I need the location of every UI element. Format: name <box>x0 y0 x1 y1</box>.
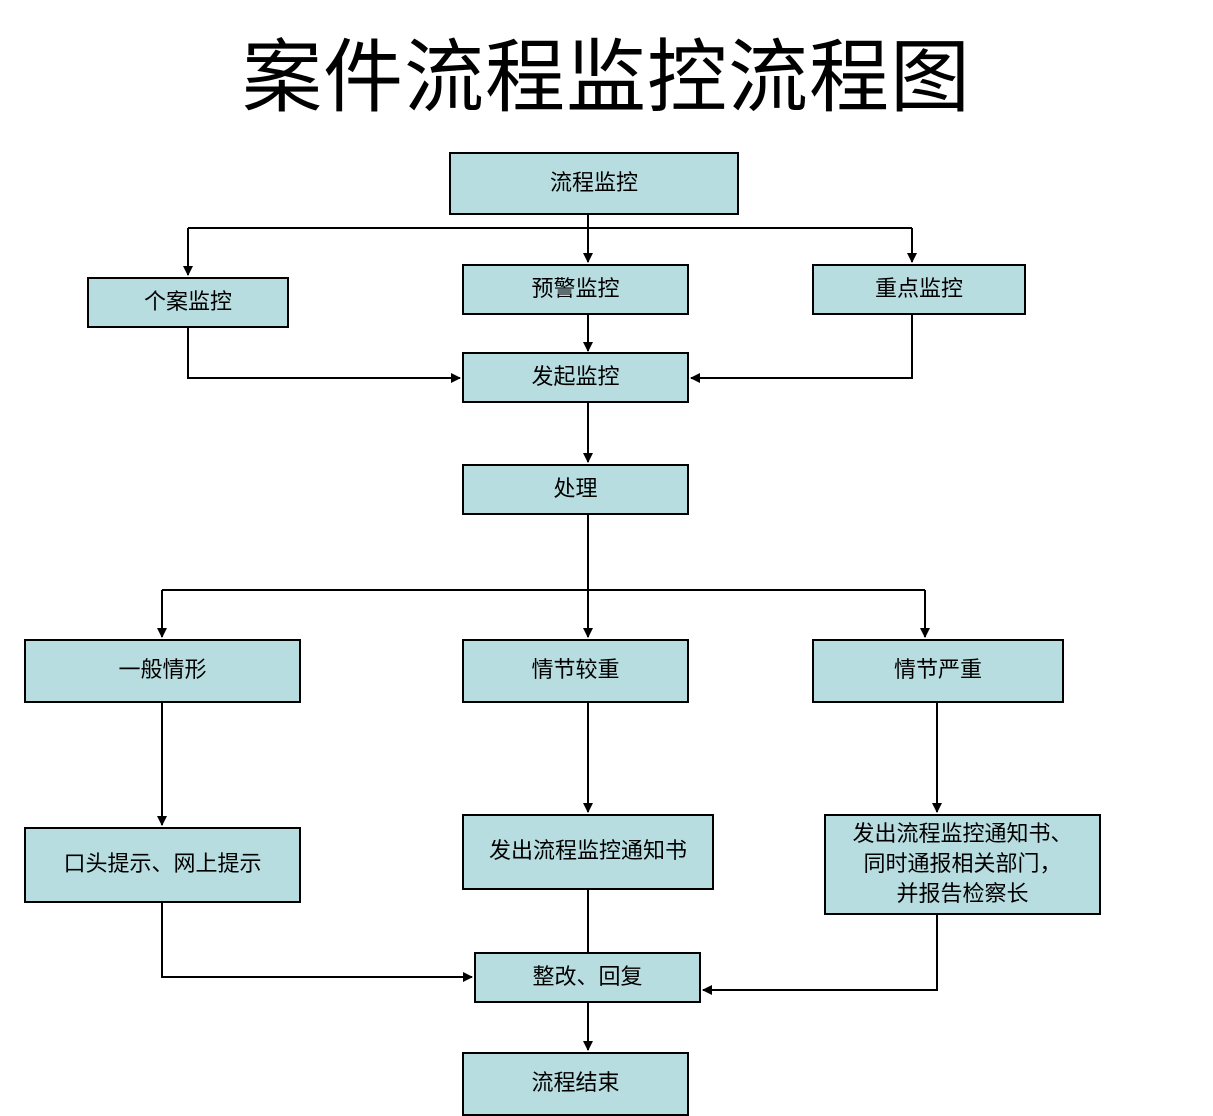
node-initiate-monitor-label: 发起监控 <box>531 364 620 390</box>
node-verbal-reminder: 口头提示、网上提示 <box>24 827 301 903</box>
node-notice-report-line-3: 并报告检察长 <box>896 881 1029 907</box>
node-rectify-reply-label: 整改、回复 <box>532 964 643 990</box>
node-serious: 情节较重 <box>462 639 689 703</box>
node-issue-notice-label: 发出流程监控通知书 <box>488 839 687 864</box>
node-notice-report: 发出流程监控通知书、 同时通报相关部门， 并报告检察长 <box>824 814 1101 915</box>
node-notice-report-line-2: 同时通报相关部门， <box>863 851 1062 877</box>
node-verbal-reminder-label: 口头提示、网上提示 <box>63 852 262 877</box>
node-general-label: 一般情形 <box>118 658 207 683</box>
node-end-label: 流程结束 <box>531 1071 620 1096</box>
node-notice-report-line-1: 发出流程监控通知书、 <box>852 821 1073 847</box>
node-initiate-monitor: 发起监控 <box>462 352 689 403</box>
node-serious-label: 情节较重 <box>531 658 620 683</box>
node-case-monitor: 个案监控 <box>87 277 289 328</box>
node-severe: 情节严重 <box>812 639 1064 703</box>
node-handling: 处理 <box>462 464 689 515</box>
node-general: 一般情形 <box>24 639 301 703</box>
node-flow-monitor: 流程监控 <box>449 152 739 215</box>
node-severe-label: 情节严重 <box>893 658 982 683</box>
node-key-monitor: 重点监控 <box>812 264 1026 315</box>
node-issue-notice: 发出流程监控通知书 <box>462 814 714 890</box>
node-key-monitor-label: 重点监控 <box>874 276 963 302</box>
node-rectify-reply: 整改、回复 <box>474 952 701 1003</box>
node-end: 流程结束 <box>462 1052 689 1116</box>
node-warning-monitor: 预警监控 <box>462 264 689 315</box>
diagram-title: 案件流程监控流程图 <box>242 31 971 124</box>
node-flow-monitor-label: 流程监控 <box>549 170 638 196</box>
node-case-monitor-label: 个案监控 <box>143 289 232 315</box>
node-handling-label: 处理 <box>553 476 598 502</box>
node-warning-monitor-label: 预警监控 <box>531 276 620 302</box>
